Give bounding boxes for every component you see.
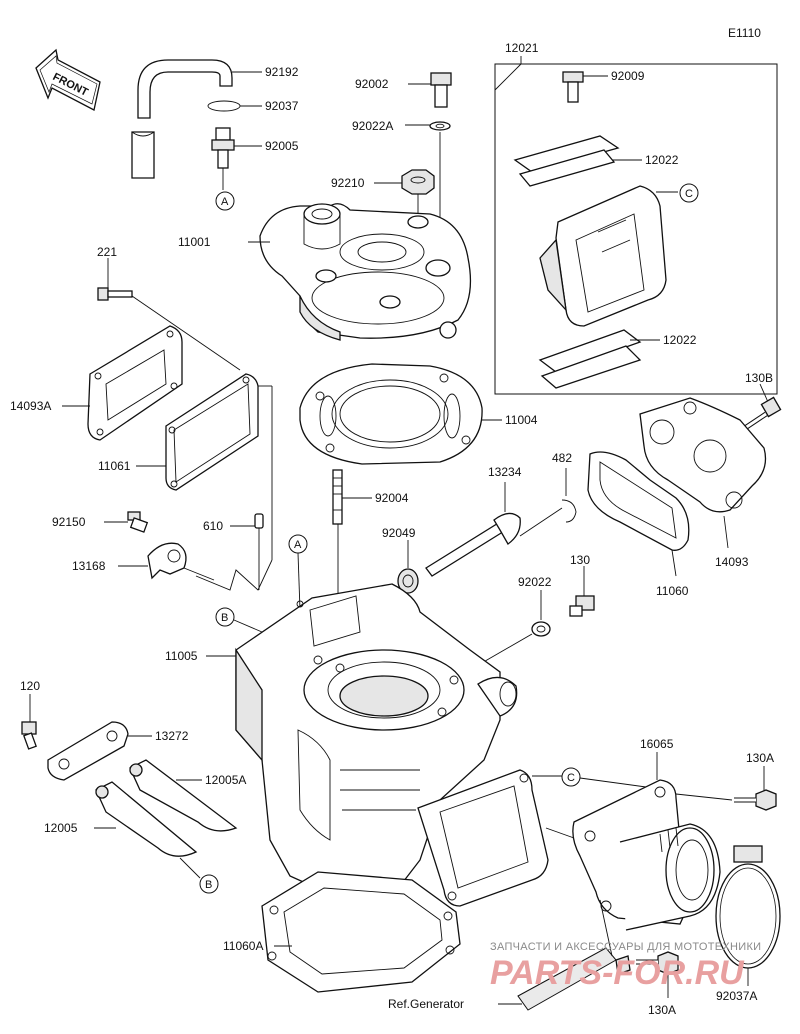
watermark-logo: PARTS-FOR.RU bbox=[490, 954, 745, 992]
valve-cover-gasket-part bbox=[587, 451, 690, 577]
cylinder-head-part bbox=[248, 203, 472, 341]
callout-c-reed: C bbox=[679, 183, 699, 203]
part-label-610: 610 bbox=[203, 519, 223, 533]
exhaust-valve-part bbox=[94, 781, 201, 879]
part-label-16065: 16065 bbox=[640, 737, 674, 751]
part-label-11060: 11060 bbox=[656, 584, 689, 598]
part-label-92004: 92004 bbox=[375, 491, 409, 505]
breather-hose-part bbox=[131, 59, 262, 179]
part-label-13168: 13168 bbox=[72, 559, 106, 573]
callout-a-cylinder: A bbox=[288, 534, 308, 611]
part-label-11001: 11001 bbox=[178, 235, 211, 249]
dowel-pin-part bbox=[195, 513, 273, 591]
plug-bolt-part bbox=[569, 566, 595, 617]
part-label-11005: 11005 bbox=[165, 649, 198, 663]
part-label-92150: 92150 bbox=[52, 515, 86, 529]
oil-seal-part bbox=[397, 540, 419, 594]
part-label-13272: 13272 bbox=[155, 729, 189, 743]
exhaust-valve-housing-part bbox=[639, 397, 767, 549]
cover-bolt-part bbox=[97, 258, 241, 371]
part-label-14093A: 14093A bbox=[10, 399, 51, 413]
part-label-11004: 11004 bbox=[505, 413, 538, 427]
breather-fitting-part bbox=[211, 127, 262, 190]
part-label-12022-bottom: 12022 bbox=[663, 333, 697, 347]
diagram-code: E1110 bbox=[728, 26, 761, 40]
part-label-221: 221 bbox=[97, 245, 117, 259]
base-gasket-part bbox=[261, 871, 461, 993]
valve-holder-part bbox=[47, 721, 152, 781]
holder-bolt-right-part bbox=[675, 766, 777, 811]
svg-text:B: B bbox=[205, 879, 212, 891]
watermark-tagline: ЗАПЧАСТИ И АКСЕССУАРЫ ДЛЯ МОТОТЕХНИКИ bbox=[490, 941, 761, 953]
part-label-92022A-top: 92022A bbox=[352, 119, 393, 133]
part-label-92049: 92049 bbox=[382, 526, 416, 540]
part-label-120: 120 bbox=[20, 679, 40, 693]
part-label-12005: 12005 bbox=[44, 821, 78, 835]
svg-text:A: A bbox=[221, 196, 229, 208]
part-label-92037A: 92037A bbox=[716, 989, 757, 1003]
part-label-92022: 92022 bbox=[518, 575, 552, 589]
part-label-130A-bottom: 130A bbox=[648, 1003, 676, 1017]
part-label-92002: 92002 bbox=[355, 77, 389, 91]
hose-clamp-part bbox=[207, 100, 262, 112]
part-label-482: 482 bbox=[552, 451, 572, 465]
ref-generator-label: Ref.Generator bbox=[388, 997, 464, 1011]
cover-gasket-part bbox=[136, 373, 273, 560]
part-label-92192: 92192 bbox=[265, 65, 299, 79]
part-label-92005: 92005 bbox=[265, 139, 299, 153]
exhaust-valve-a-part bbox=[129, 759, 238, 832]
plug-washer-part bbox=[479, 590, 551, 665]
exhaust-valve-shaft-part bbox=[425, 482, 521, 577]
part-label-92009: 92009 bbox=[611, 69, 645, 83]
flange-bolt-part bbox=[740, 383, 782, 433]
callout-a-top: A bbox=[215, 191, 235, 211]
part-label-12021: 12021 bbox=[505, 41, 539, 55]
exhaust-valve-cover-part bbox=[62, 325, 183, 441]
intake-port-frame-part bbox=[417, 769, 669, 907]
head-bolt-part bbox=[408, 72, 452, 108]
svg-text:C: C bbox=[685, 188, 693, 200]
holder-bolt-bottom-part bbox=[636, 951, 679, 998]
part-label-13234: 13234 bbox=[488, 465, 522, 479]
reed-valve-group bbox=[494, 56, 778, 395]
part-label-12022-top: 12022 bbox=[645, 153, 679, 167]
part-label-11061: 11061 bbox=[98, 459, 131, 473]
part-label-92210: 92210 bbox=[331, 176, 365, 190]
svg-text:C: C bbox=[567, 772, 575, 784]
svg-text:B: B bbox=[221, 612, 228, 624]
part-label-12005A: 12005A bbox=[205, 773, 246, 787]
callout-c-intake: C bbox=[561, 767, 581, 787]
front-arrow-icon: FRONT bbox=[35, 48, 101, 111]
generator-reference-strip bbox=[498, 899, 631, 1011]
circlip-part bbox=[519, 468, 577, 537]
callout-b-left: B bbox=[215, 607, 263, 633]
lever-screw-part bbox=[104, 511, 149, 533]
carburetor-holder-part bbox=[545, 752, 721, 931]
callout-b-bottom: B bbox=[199, 874, 219, 894]
exhaust-valve-lever-part bbox=[118, 542, 215, 581]
part-label-92037: 92037 bbox=[265, 99, 299, 113]
part-label-130B: 130B bbox=[745, 371, 773, 385]
valve-bolt-part bbox=[21, 694, 37, 750]
part-label-130: 130 bbox=[570, 553, 590, 567]
part-label-14093: 14093 bbox=[715, 555, 749, 569]
carburetor-clamp-part bbox=[715, 845, 781, 986]
svg-text:A: A bbox=[294, 539, 302, 551]
head-gasket-part bbox=[299, 363, 502, 465]
part-label-11060A: 11060A bbox=[223, 939, 263, 953]
part-label-130A-right: 130A bbox=[746, 751, 774, 765]
